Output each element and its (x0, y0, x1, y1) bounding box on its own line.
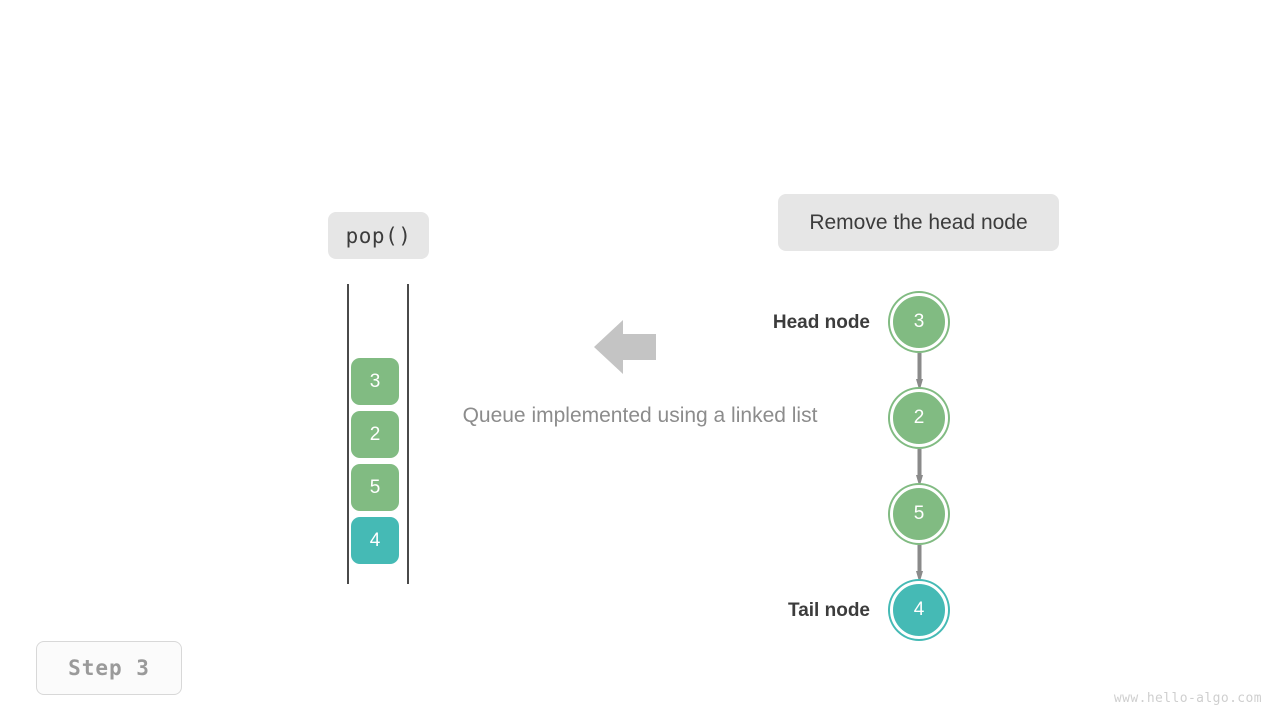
queue-column: 3 2 5 4 (344, 284, 412, 586)
arrow-down-icon (916, 353, 923, 391)
queue-item: 5 (351, 464, 399, 511)
arrow-down-icon (916, 545, 923, 583)
head-node-label: Head node (772, 312, 870, 333)
queue-rail-right (407, 284, 409, 584)
step-badge: Step 3 (36, 641, 182, 695)
queue-item: 4 (351, 517, 399, 564)
queue-item: 2 (351, 411, 399, 458)
arrow-left-icon (594, 320, 656, 374)
list-node: 2 (890, 389, 948, 447)
queue-rail-left (347, 284, 349, 584)
linked-list-group: Head node Tail node 3 2 5 4 (750, 286, 980, 646)
queue-item: 3 (351, 358, 399, 405)
diagram-caption: Queue implemented using a linked list (462, 404, 818, 427)
tail-node-label: Tail node (788, 600, 870, 621)
action-description-pill: Remove the head node (778, 194, 1059, 251)
arrow-down-icon (916, 449, 923, 487)
operation-pill: pop() (328, 212, 429, 259)
watermark: www.hello-algo.com (1113, 691, 1262, 706)
list-node: 4 (890, 581, 948, 639)
list-node: 3 (890, 293, 948, 351)
list-node: 5 (890, 485, 948, 543)
